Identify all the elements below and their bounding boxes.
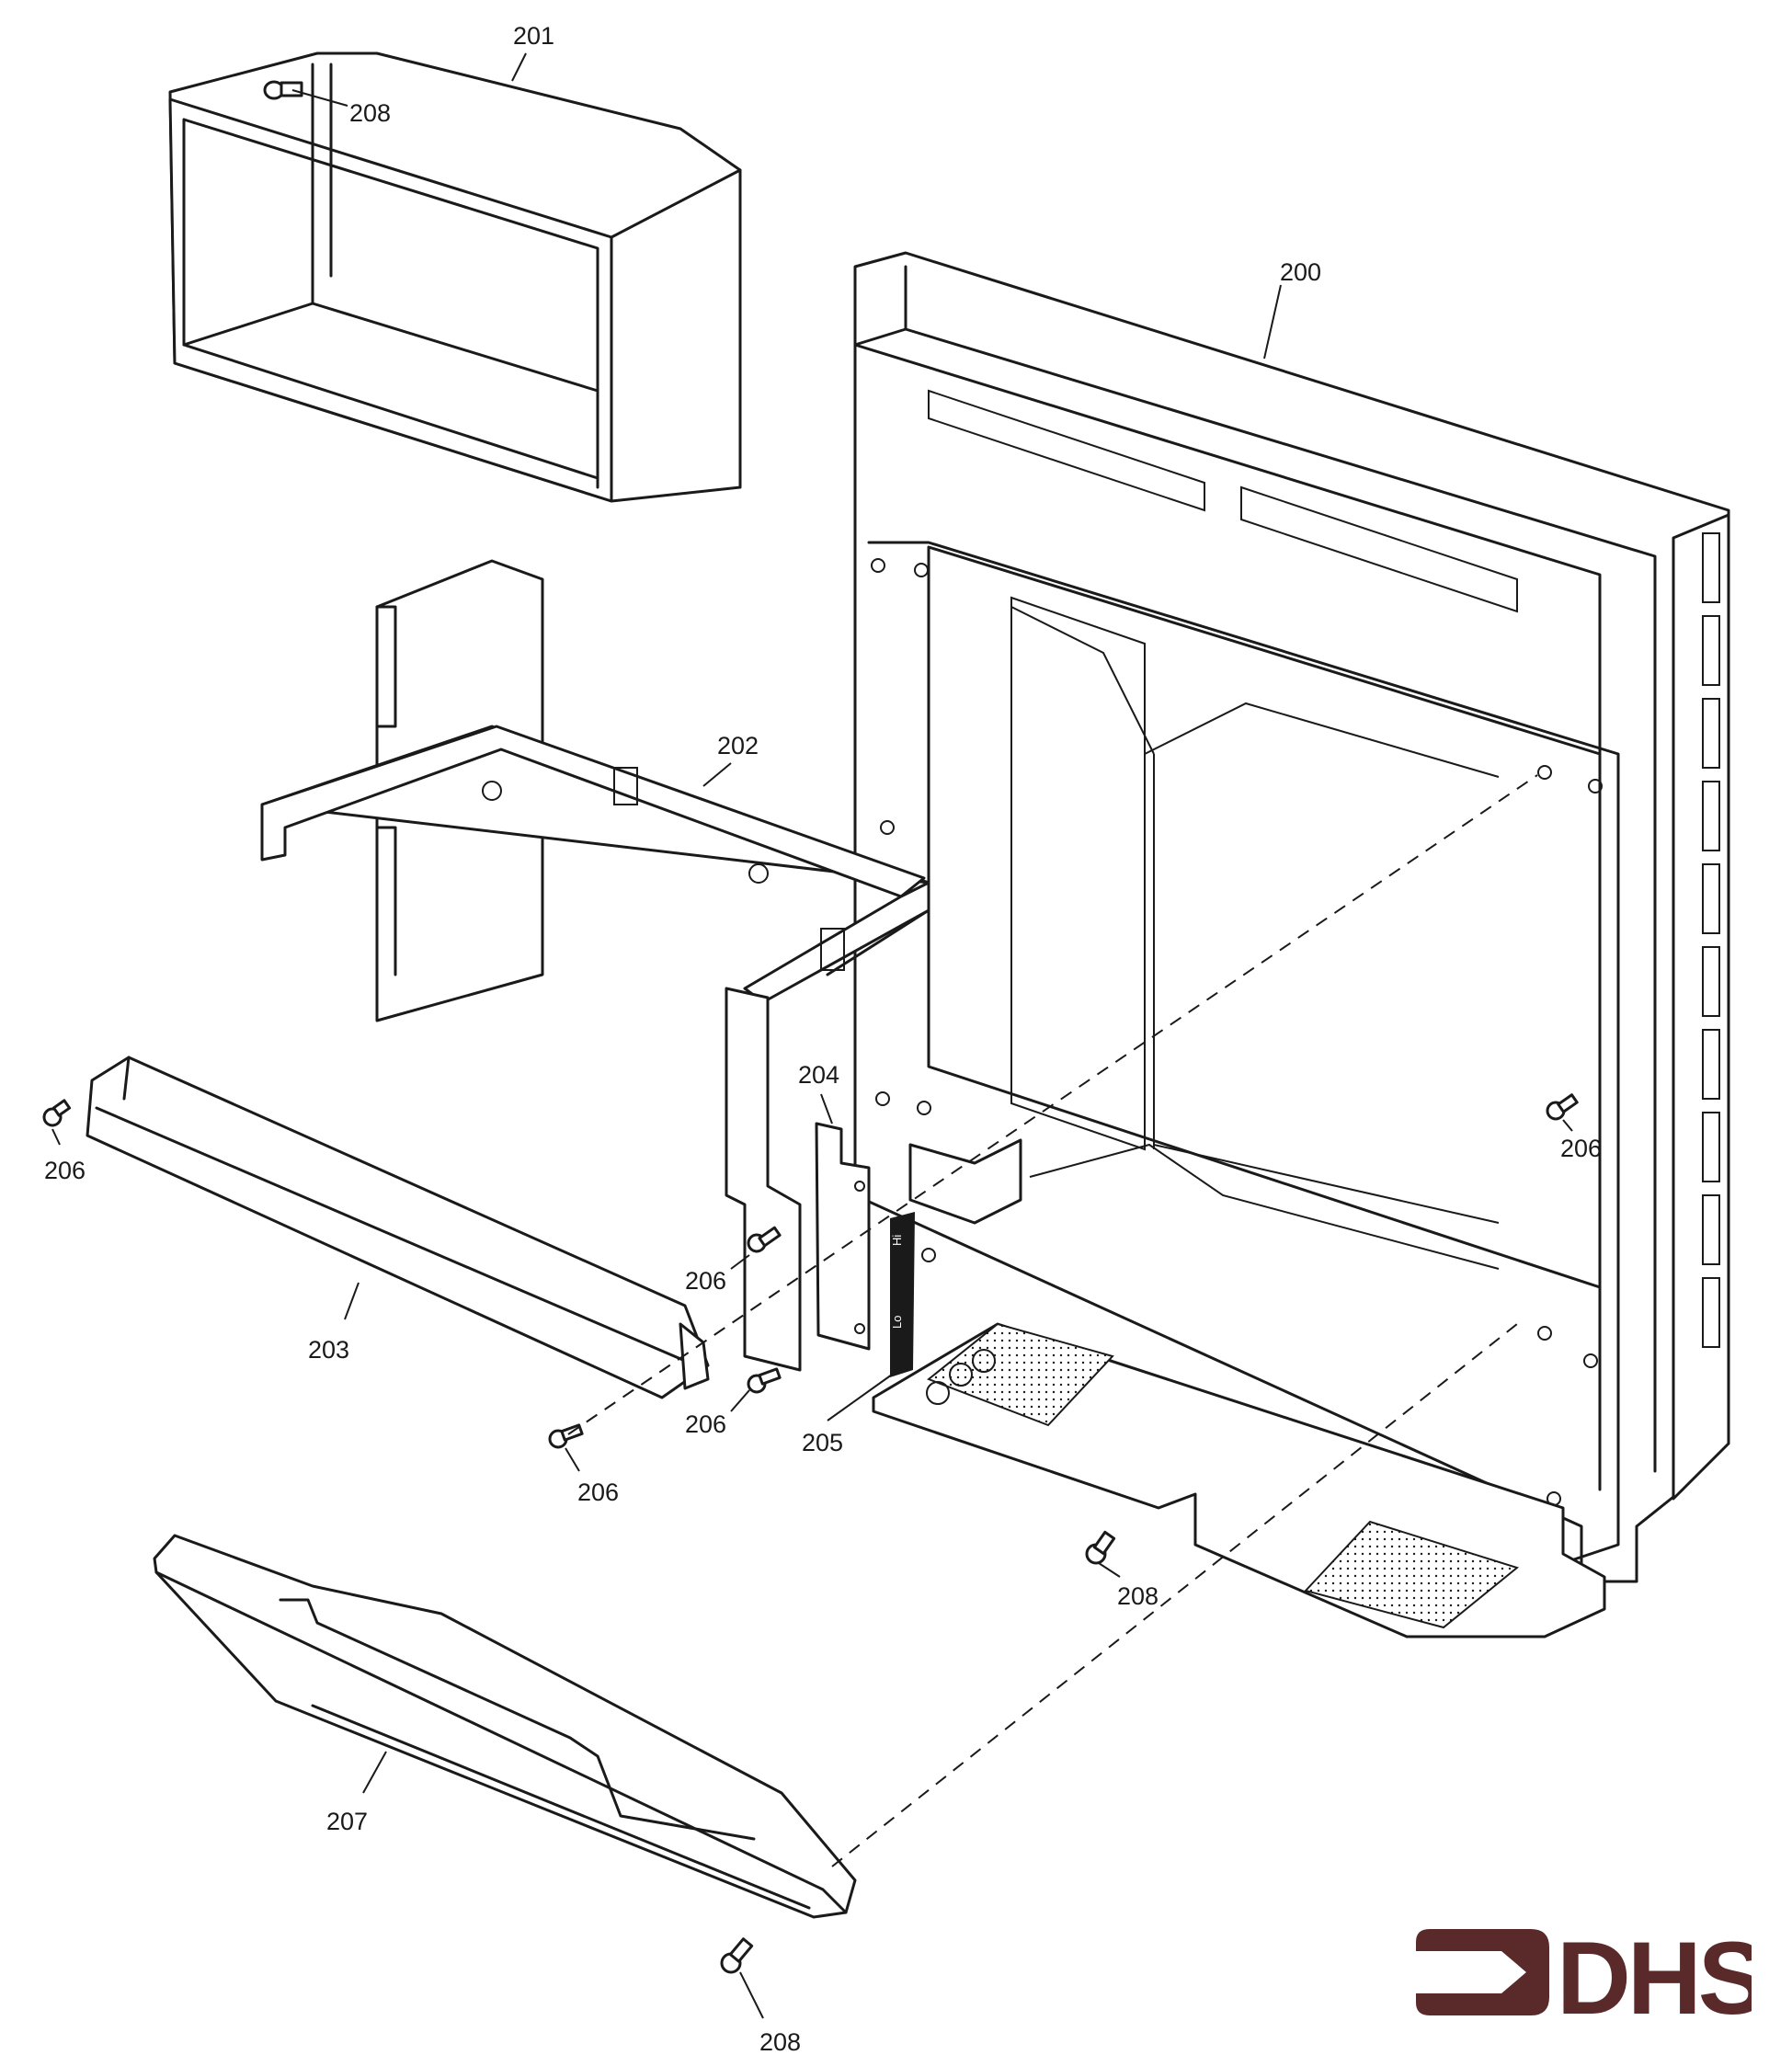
callout-200: 200 [1280, 258, 1321, 286]
part-204-side-plate [815, 1122, 871, 1351]
arrow-icon [1416, 1929, 1549, 2015]
screw-206-right [1546, 1093, 1579, 1121]
callout-204: 204 [798, 1061, 839, 1089]
screw-208-bottom [720, 1937, 754, 1974]
callout-205: 205 [802, 1429, 843, 1456]
callout-206-left: 206 [44, 1157, 86, 1184]
screw-206-mid1 [747, 1226, 782, 1253]
dhs-logo: DHS [1416, 1922, 1752, 2023]
callout-203: 203 [308, 1336, 349, 1364]
part-202-bracket [260, 559, 930, 1372]
part-200-frame [853, 251, 1730, 1638]
callout-207: 207 [326, 1808, 368, 1835]
screw-208-top [263, 80, 303, 100]
vent-slots [1702, 532, 1720, 1348]
control-lo-label: Lo [890, 1316, 904, 1329]
callout-206-low: 206 [577, 1478, 619, 1506]
callout-202: 202 [717, 732, 759, 759]
callout-206-mid2: 206 [685, 1410, 726, 1438]
screw-206-mid2 [747, 1367, 782, 1394]
screw-206-left [42, 1099, 72, 1127]
callout-201: 201 [513, 22, 554, 50]
assembly-line-1 [567, 774, 1538, 1435]
control-hi-label: Hi [890, 1235, 904, 1246]
callout-206-right: 206 [1560, 1135, 1602, 1162]
screw-208-mid [1085, 1530, 1116, 1565]
callout-206-mid1: 206 [685, 1267, 726, 1295]
part-207-lower-trim [153, 1534, 857, 1919]
part-201-box [168, 51, 742, 503]
part-205-control-label: Hi Lo [890, 1212, 915, 1377]
callout-208-bottom: 208 [759, 2028, 801, 2055]
callout-208-mid: 208 [1117, 1582, 1159, 1610]
callout-208-top: 208 [349, 99, 391, 127]
part-203-trim [86, 1056, 710, 1399]
logo-text: DHS [1557, 1922, 1752, 2023]
